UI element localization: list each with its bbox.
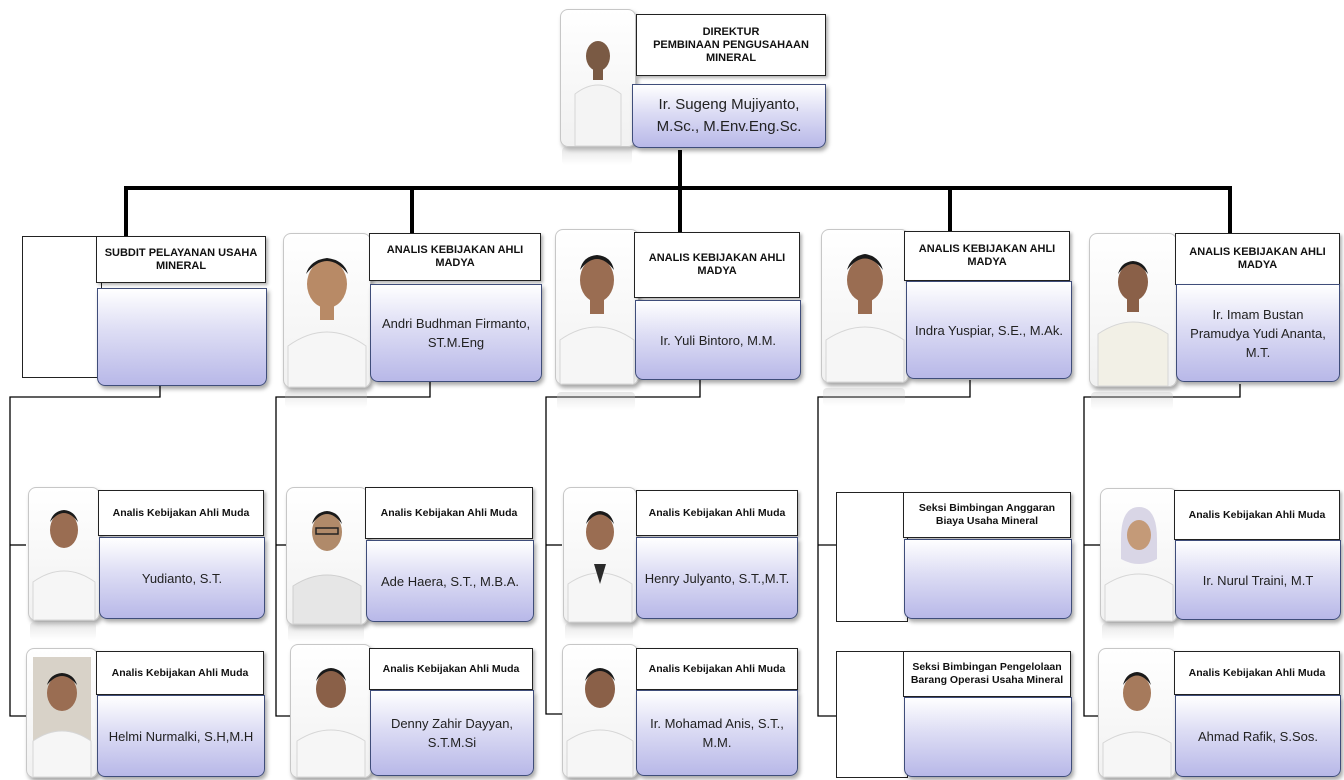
level3-photo: [26, 648, 98, 778]
level3-photo: [562, 644, 638, 778]
level3-name: Ahmad Rafik, S.Sos.: [1175, 695, 1341, 777]
level3-name: Ir. Mohamad Anis, S.T., M.M.: [636, 690, 798, 776]
photo-placeholder: [22, 236, 102, 378]
level2-name: Andri Budhman Firmanto, ST.M.Eng: [370, 284, 542, 382]
photo-reflection: [30, 622, 96, 640]
level2-photo: [821, 229, 909, 383]
level3-title: Analis Kebijakan Ahli Muda: [636, 648, 798, 690]
director-photo: [560, 9, 636, 147]
photo-placeholder: [836, 492, 908, 622]
level3-title: Analis Kebijakan Ahli Muda: [98, 490, 264, 536]
level2-title: ANALIS KEBIJAKAN AHLI MADYA: [904, 231, 1070, 281]
level2-photo: [283, 233, 371, 388]
level3-title: Seksi Bimbingan Pengelolaan Barang Opera…: [903, 651, 1071, 697]
person-icon: [32, 657, 92, 777]
person-icon: [574, 41, 622, 146]
photo-reflection: [557, 392, 635, 410]
level2-name: Ir. Imam Bustan Pramudya Yudi Ananta, M.…: [1176, 284, 1340, 382]
person-icon: [1104, 507, 1174, 621]
level3-title: Analis Kebijakan Ahli Muda: [369, 648, 533, 690]
photo-reflection: [565, 623, 633, 641]
level3-photo: [1098, 648, 1176, 778]
level2-name: Ir. Yuli Bintoro, M.M.: [635, 300, 801, 380]
person-icon: [566, 668, 634, 777]
level3-name: [904, 697, 1072, 777]
photo-reflection: [288, 624, 364, 642]
level2-name: Indra Yuspiar, S.E., M.Ak.: [906, 281, 1072, 379]
person-icon: [32, 510, 96, 620]
level3-photo: [1100, 488, 1178, 622]
person-icon: [1097, 261, 1169, 386]
level3-title: Analis Kebijakan Ahli Muda: [96, 651, 264, 695]
level3-photo: [290, 644, 372, 778]
director-title-line1: DIREKTUR: [702, 25, 760, 38]
level3-title: Analis Kebijakan Ahli Muda: [1174, 651, 1340, 695]
level3-photo: [286, 487, 368, 625]
level3-name: [904, 539, 1072, 619]
person-icon: [292, 511, 362, 624]
director-title-line2: PEMBINAAN PENGUSAHAAN: [653, 38, 809, 51]
level3-name: Ir. Nurul Traini, M.T: [1175, 540, 1341, 620]
level3-name: Henry Julyanto, S.T.,M.T.: [636, 537, 798, 619]
person-icon: [559, 255, 635, 384]
photo-placeholder: [836, 651, 908, 778]
photo-reflection: [285, 390, 367, 408]
level3-photo: [28, 487, 100, 621]
person-icon: [825, 254, 905, 382]
level2-title: ANALIS KEBIJAKAN AHLI MADYA: [369, 233, 541, 281]
photo-reflection: [562, 147, 632, 165]
level3-title: Seksi Bimbingan Anggaran Biaya Usaha Min…: [903, 492, 1071, 538]
level2-title: ANALIS KEBIJAKAN AHLI MADYA: [1175, 233, 1340, 285]
level3-title: Analis Kebijakan Ahli Muda: [636, 490, 798, 536]
level2-photo: [555, 229, 639, 385]
person-icon: [287, 258, 367, 387]
level3-name: Yudianto, S.T.: [99, 537, 265, 619]
level2-title: ANALIS KEBIJAKAN AHLI MADYA: [634, 232, 800, 298]
level2-photo: [1089, 233, 1177, 387]
person-icon: [296, 668, 366, 777]
level3-name: Helmi Nurmalki, S.H,M.H: [97, 695, 265, 777]
photo-reflection: [1091, 392, 1173, 410]
photo-reflection: [823, 388, 905, 406]
person-icon: [1102, 672, 1172, 777]
director-title: DIREKTUR PEMBINAAN PENGUSAHAAN MINERAL: [636, 14, 826, 76]
level2-title: SUBDIT PELAYANAN USAHA MINERAL: [96, 236, 266, 283]
level3-name: Ade Haera, S.T., M.B.A.: [366, 540, 534, 622]
level3-title: Analis Kebijakan Ahli Muda: [1174, 490, 1340, 540]
person-icon: [567, 511, 633, 622]
director-title-line3: MINERAL: [705, 51, 757, 64]
level3-title: Analis Kebijakan Ahli Muda: [365, 487, 533, 539]
level2-name: [97, 288, 267, 386]
level3-photo: [563, 487, 637, 623]
photo-reflection: [1102, 623, 1174, 641]
director-name: Ir. Sugeng Mujiyanto, M.Sc., M.Env.Eng.S…: [632, 84, 826, 148]
level3-name: Denny Zahir Dayyan, S.T.M.Si: [370, 690, 534, 776]
